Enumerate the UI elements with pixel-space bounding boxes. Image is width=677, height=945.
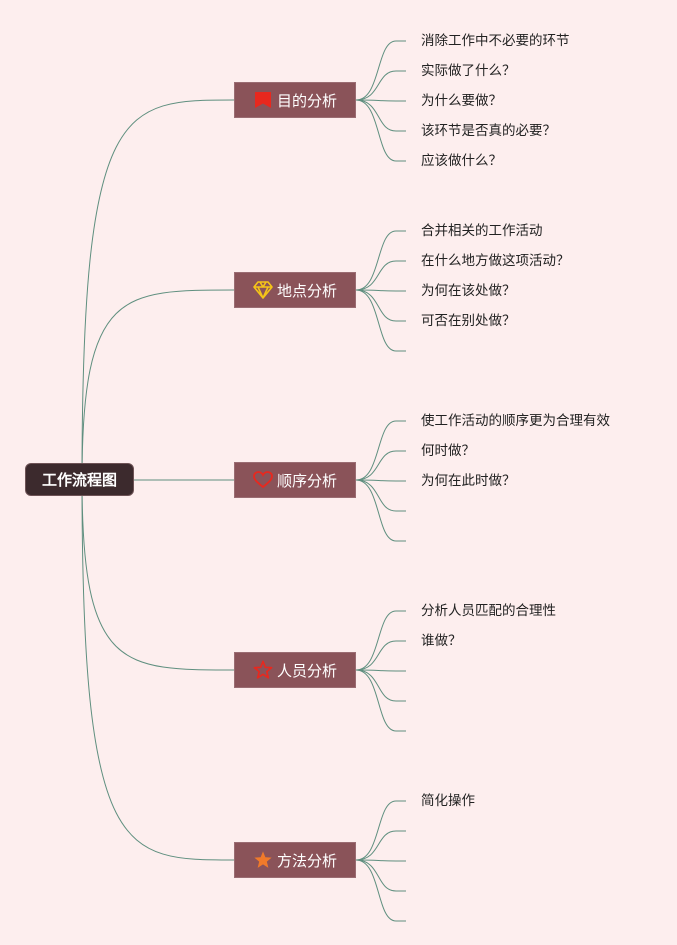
leaf-item[interactable]: 为何在此时做？ <box>421 473 516 489</box>
root-branch-connector <box>81 479 235 861</box>
branch-node-method[interactable]: 方法分析 <box>234 842 356 878</box>
red-star-outline-icon <box>253 660 273 680</box>
branch-leaf-connector <box>355 230 406 291</box>
branch-node-purpose[interactable]: 目的分析 <box>234 82 356 118</box>
leaf-item[interactable]: 谁做？ <box>421 633 462 649</box>
branch-leaf-connector <box>355 479 406 512</box>
branch-leaf-connector <box>355 830 406 861</box>
branch-leaf-connector <box>355 859 406 892</box>
branch-leaf-connector <box>355 859 406 862</box>
red-heart-outline-icon <box>253 470 273 490</box>
branch-label: 目的分析 <box>276 91 337 110</box>
root-branch-connector <box>81 289 235 481</box>
root-branch-connector <box>81 479 235 671</box>
branch-label: 方法分析 <box>276 851 337 870</box>
root-node[interactable]: 工作流程图 <box>25 463 134 496</box>
branch-leaf-connector <box>355 610 406 671</box>
branch-label: 地点分析 <box>276 281 337 300</box>
branch-leaf-connector <box>355 99 406 132</box>
branch-leaf-connector <box>355 420 406 481</box>
leaf-item[interactable]: 何时做？ <box>421 443 475 459</box>
orange-star-icon <box>253 850 273 870</box>
yellow-diamond-icon <box>253 280 273 300</box>
leaf-item[interactable]: 使工作活动的顺序更为合理有效 <box>421 413 610 429</box>
leaf-item[interactable]: 实际做了什么？ <box>421 63 516 79</box>
branch-leaf-connector <box>355 450 406 481</box>
branch-leaf-connector <box>355 669 406 672</box>
leaf-item[interactable]: 应该做什么？ <box>421 153 502 169</box>
branch-leaf-connector <box>355 40 406 101</box>
branch-leaf-connector <box>355 669 406 702</box>
branch-leaf-connector <box>355 479 406 482</box>
red-flag-icon <box>253 90 273 110</box>
branch-node-location[interactable]: 地点分析 <box>234 272 356 308</box>
branch-leaf-connector <box>355 640 406 671</box>
leaf-item[interactable]: 为何在该处做？ <box>421 283 516 299</box>
leaf-item[interactable]: 为什么要做？ <box>421 93 502 109</box>
branch-label: 人员分析 <box>276 661 337 680</box>
branch-node-sequence[interactable]: 顺序分析 <box>234 462 356 498</box>
leaf-item[interactable]: 该环节是否真的必要？ <box>421 123 556 139</box>
leaf-item[interactable]: 合并相关的工作活动 <box>421 223 543 239</box>
leaf-item[interactable]: 简化操作 <box>421 793 475 809</box>
leaf-item[interactable]: 分析人员匹配的合理性 <box>421 603 556 619</box>
branch-leaf-connector <box>355 289 406 292</box>
branch-leaf-connector <box>355 260 406 291</box>
branch-leaf-connector <box>355 859 406 922</box>
branch-leaf-connector <box>355 800 406 861</box>
leaf-item[interactable]: 在什么地方做这项活动？ <box>421 253 570 269</box>
branch-leaf-connector <box>355 669 406 732</box>
branch-node-personnel[interactable]: 人员分析 <box>234 652 356 688</box>
branch-leaf-connector <box>355 479 406 542</box>
leaf-item[interactable]: 可否在别处做？ <box>421 313 516 329</box>
root-branch-connector <box>81 99 235 481</box>
branch-leaf-connector <box>355 99 406 102</box>
leaf-item[interactable]: 消除工作中不必要的环节 <box>421 33 570 49</box>
branch-leaf-connector <box>355 99 406 162</box>
branch-label: 顺序分析 <box>276 471 337 490</box>
root-label: 工作流程图 <box>41 471 117 489</box>
branch-leaf-connector <box>355 70 406 101</box>
branch-leaf-connector <box>355 289 406 322</box>
branch-leaf-connector <box>355 289 406 352</box>
